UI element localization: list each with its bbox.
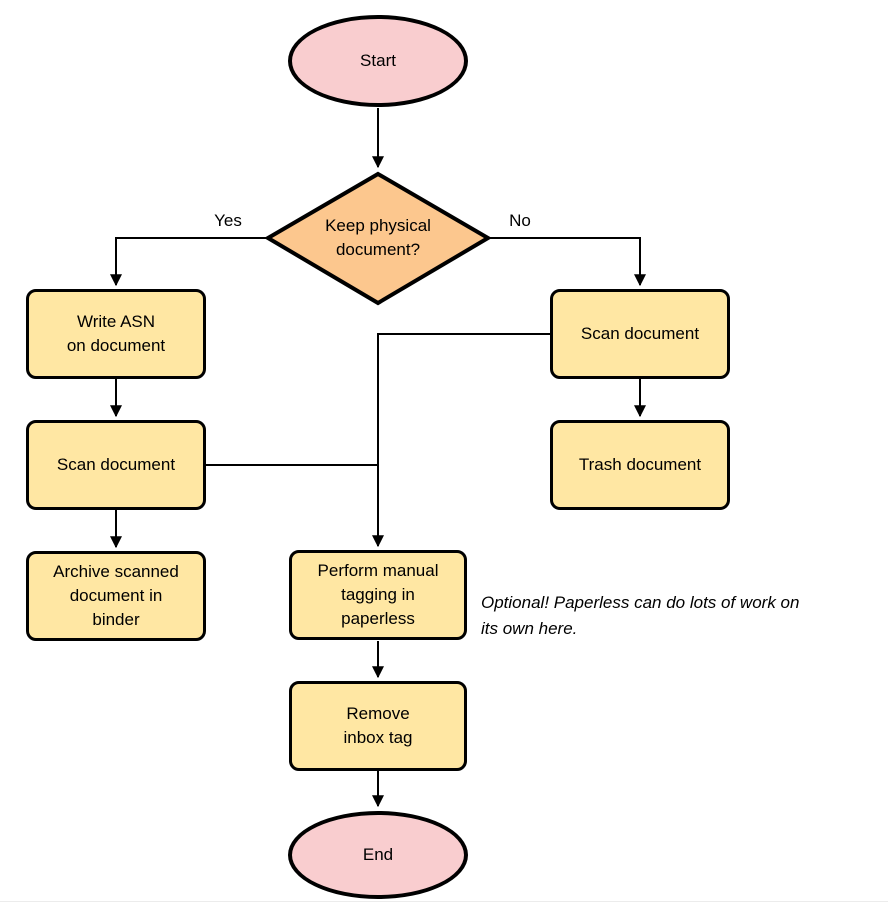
node-end: End	[288, 811, 468, 899]
node-trash-document: Trash document	[550, 420, 730, 510]
node-scan-document-left: Scan document	[26, 420, 206, 510]
node-start: Start	[288, 15, 468, 107]
decision-diamond-shape	[264, 171, 492, 306]
node-scan-document-right: Scan document	[550, 289, 730, 379]
node-remove-inbox-tag: Remove inbox tag	[289, 681, 467, 771]
node-write-asn: Write ASN on document	[26, 289, 206, 379]
edge-label-yes: Yes	[214, 211, 242, 230]
edge-decision-yes-write-asn	[110, 237, 266, 287]
node-decision-label: Keep physical document?	[325, 216, 431, 259]
edge-decision-no-scan-right	[490, 237, 646, 287]
node-manual-tagging: Perform manual tagging in paperless	[289, 550, 467, 640]
node-archive-scanned: Archive scanned document in binder	[26, 551, 206, 641]
bottom-hairline	[0, 901, 888, 902]
edge-label-no: No	[509, 211, 531, 230]
node-end-label: End	[362, 845, 394, 864]
optional-note: Optional! Paperless can do lots of work …	[481, 593, 800, 638]
node-start-label: Start	[360, 51, 396, 70]
edge-scan-right-tagging	[372, 333, 551, 548]
